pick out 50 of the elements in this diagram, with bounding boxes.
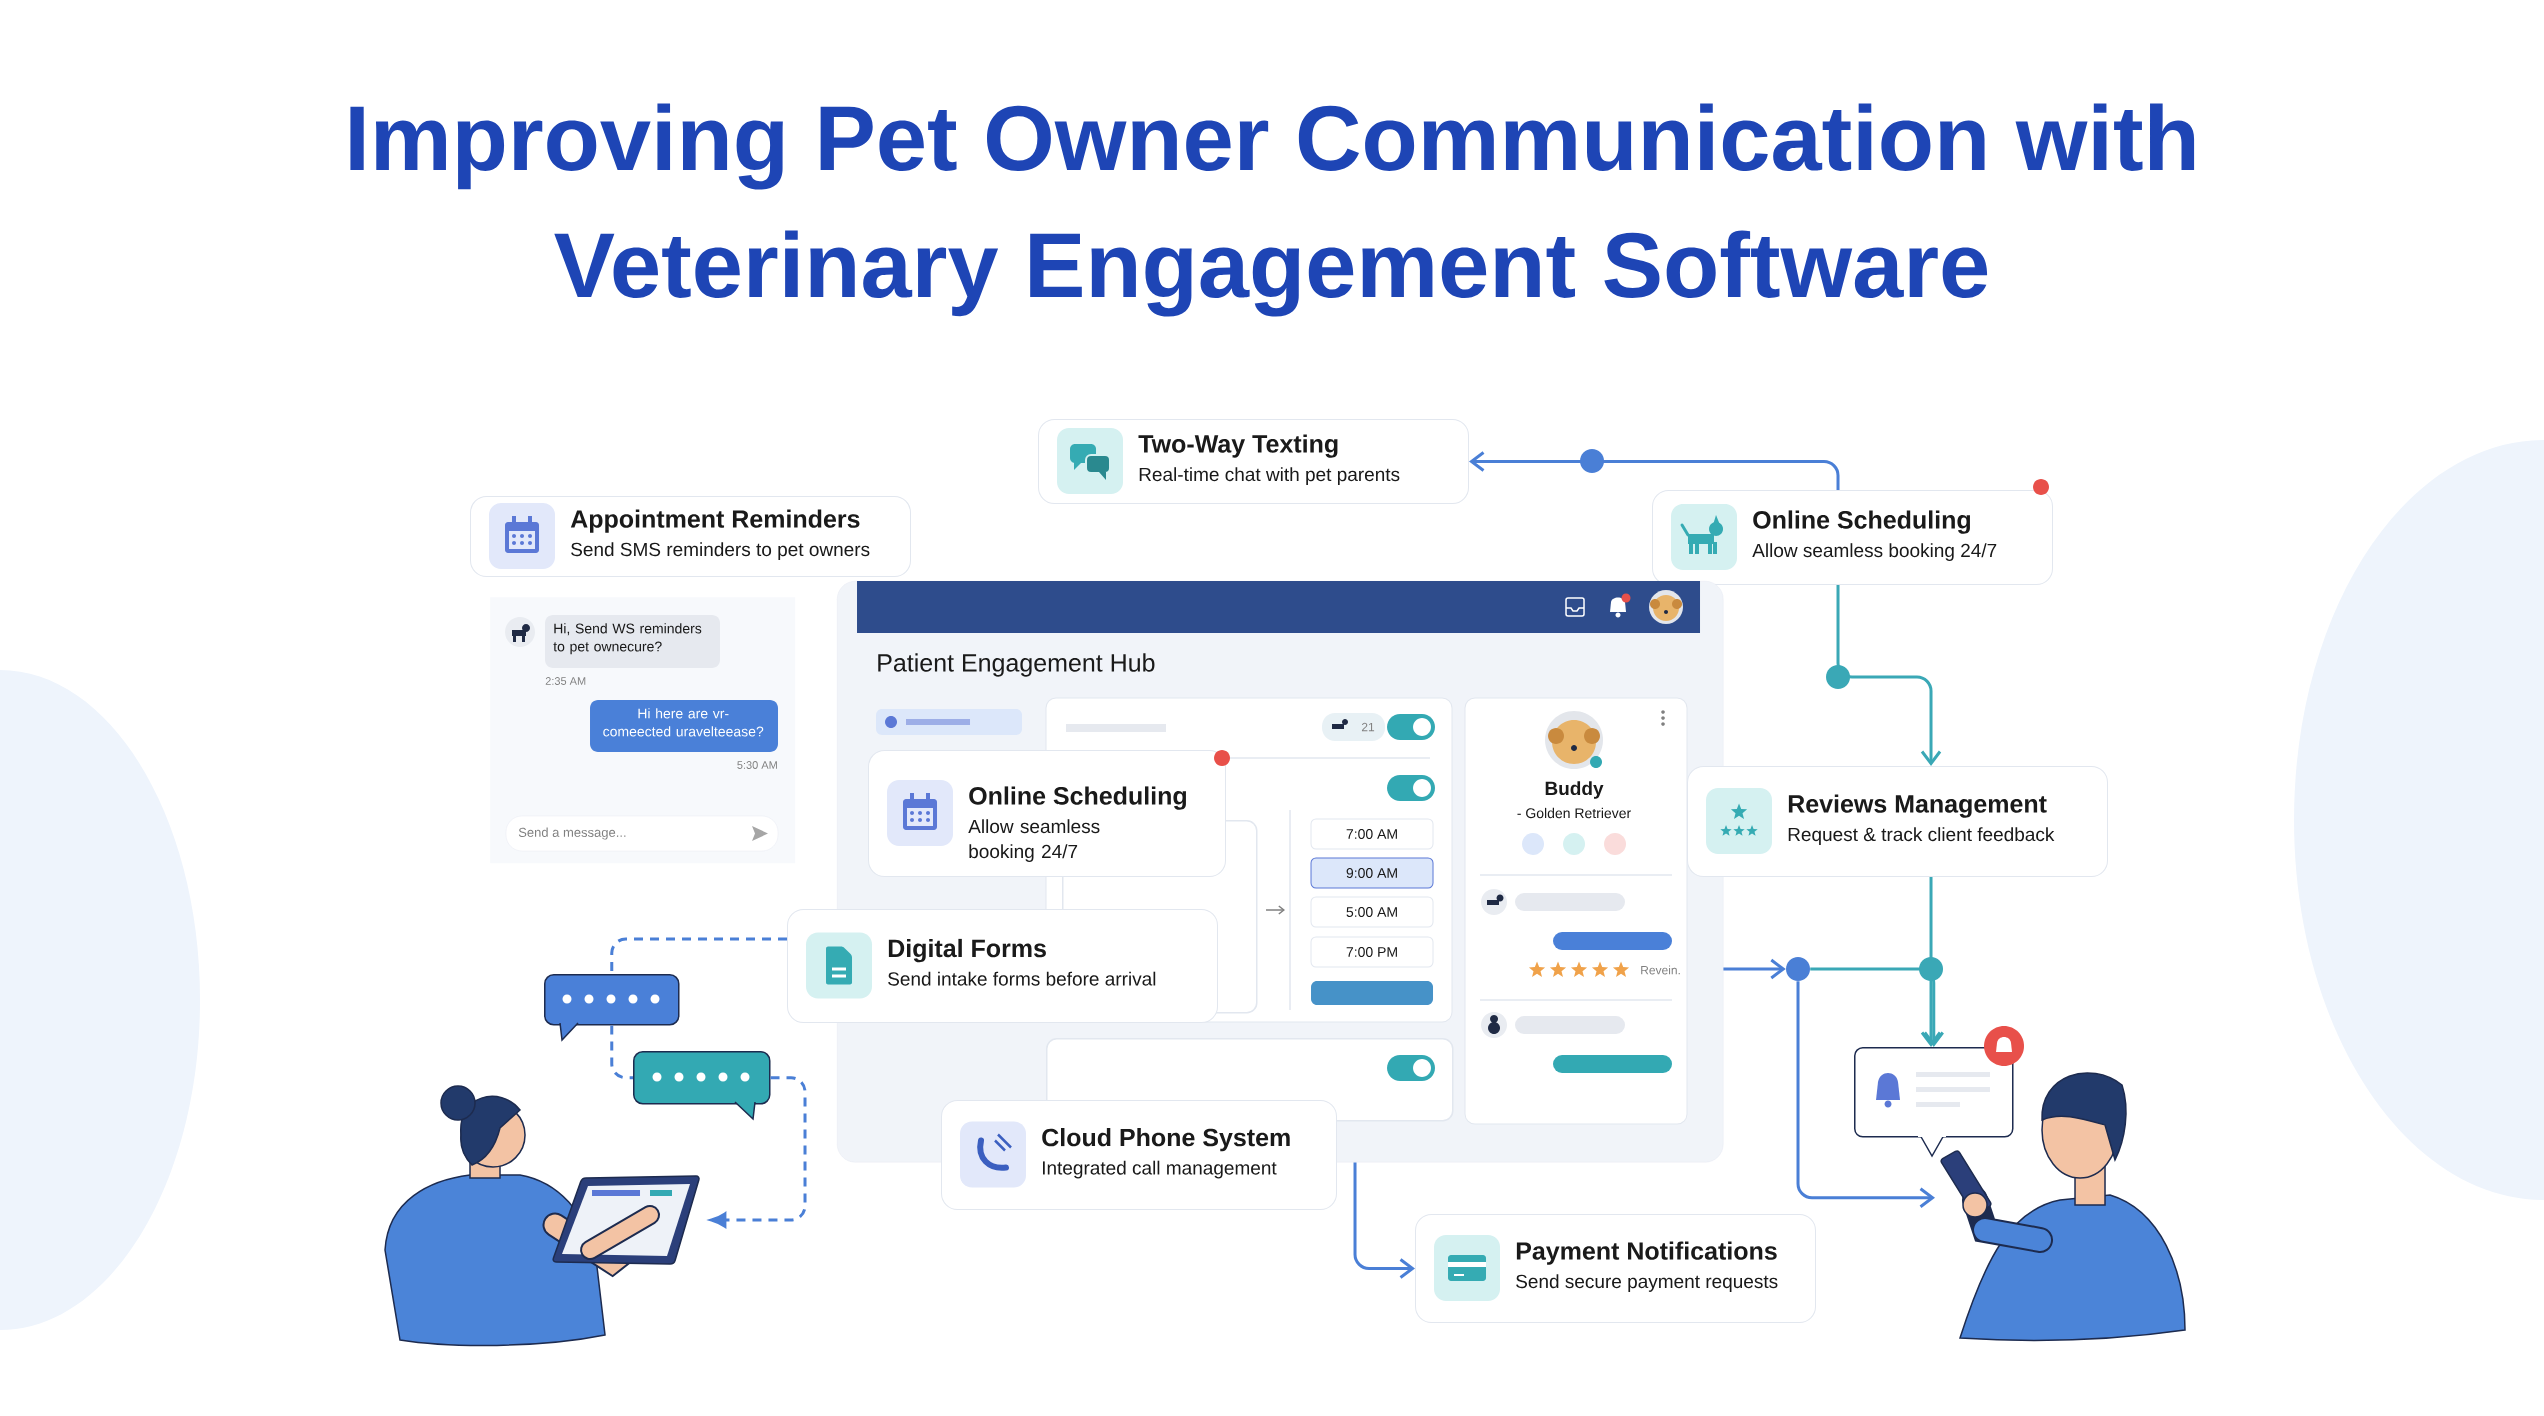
arrow [1796,981,1935,1208]
chat-bubble: Hi here are vr-comeected uravelteease? [590,700,778,752]
connector-line [610,937,787,974]
time-slot: 7:00 AM [1310,818,1434,850]
junction-dot [1786,957,1810,981]
card-title: Digital Forms [888,938,1046,963]
feature-card [1038,419,1469,504]
card-title: Online Scheduling [969,786,1186,810]
arrow [1353,1162,1416,1279]
feature-card [1415,1214,1816,1323]
card-title: Online Scheduling [1753,510,1970,534]
card-description: Send secure payment requests [1516,1274,1778,1292]
card-description: Send SMS reminders to pet owners [571,542,870,560]
time-slot: 9:00 AM [1310,857,1434,889]
message-input: Send a message... [505,815,779,852]
arrow [1810,967,1944,1047]
pet-name: Buddy [1545,781,1604,799]
arrow [1723,958,1786,980]
card-title: Cloud Phone System [1042,1128,1290,1152]
chat-panel [490,597,796,864]
card-description: Integrated call management [1042,1160,1277,1179]
arrow [1836,585,1942,766]
chat-bubble: Hi, Send WS reminders to pet ownecure? [545,615,720,668]
time-slot: 5:00 AM [1310,896,1434,928]
time-slot: 7:00 PM [1310,936,1434,968]
feature-card [941,1100,1337,1210]
person-drawing [1940,1072,2186,1342]
person-drawing [384,1085,700,1347]
card-description: Allow seamless booking 24/7 [1752,543,1997,561]
notification-bubble [1854,1026,2024,1158]
card-title: Payment Notifications [1516,1241,1777,1265]
card-description: Real-time chat with pet parents [1139,467,1400,485]
timestamp: 5:30 AM [737,761,777,769]
card-title: Reviews Management [1788,794,2047,818]
card-description: Request & track client feedback [1788,827,2055,845]
feature-card [1652,490,2053,585]
title: Improving Pet Owner Communication with Veterinary Engagement Software [350,103,2195,317]
feature-card [868,750,1226,877]
review-label: Revein. [1641,965,1680,975]
pet-breed: - Golden Retriever [1517,807,1631,819]
feature-card [470,496,911,577]
speech-bubble [544,974,680,1042]
card-title: Appointment Reminders [570,509,860,533]
feature-card [1687,766,2108,877]
arrow [1920,877,1942,1047]
dashboard-heading: Patient Engagement Hub [878,653,1155,677]
card-description: Allow seamless booking 24/7 [968,819,1100,862]
card-title: Two-Way Texting [1138,434,1338,458]
speech-bubble [633,1051,771,1121]
timestamp: 2:35 AM [545,677,586,685]
